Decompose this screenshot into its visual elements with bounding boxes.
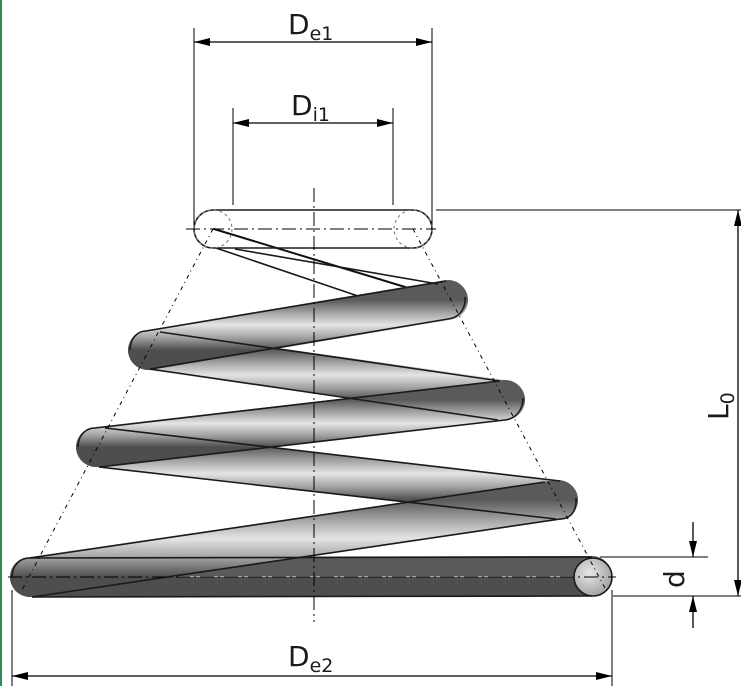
label-de1: De1: [288, 8, 333, 45]
label-de2: De2: [288, 640, 333, 677]
extension-lines: [11, 28, 741, 686]
label-d: d: [658, 570, 691, 588]
spring-outline-strokes: [11, 209, 593, 598]
cone-construction-lines: [8, 228, 616, 591]
dimension-de2: De2: [12, 640, 612, 680]
spring-front-coils: [10, 210, 578, 597]
label-di1: Di1: [291, 89, 330, 126]
dimension-de1: De1: [194, 8, 432, 46]
frame-edge: [0, 0, 2, 686]
label-l0: L0: [702, 392, 739, 420]
dimension-di1: Di1: [233, 89, 393, 127]
dimension-d: d: [658, 522, 697, 628]
dimension-l0: L0: [702, 210, 741, 596]
